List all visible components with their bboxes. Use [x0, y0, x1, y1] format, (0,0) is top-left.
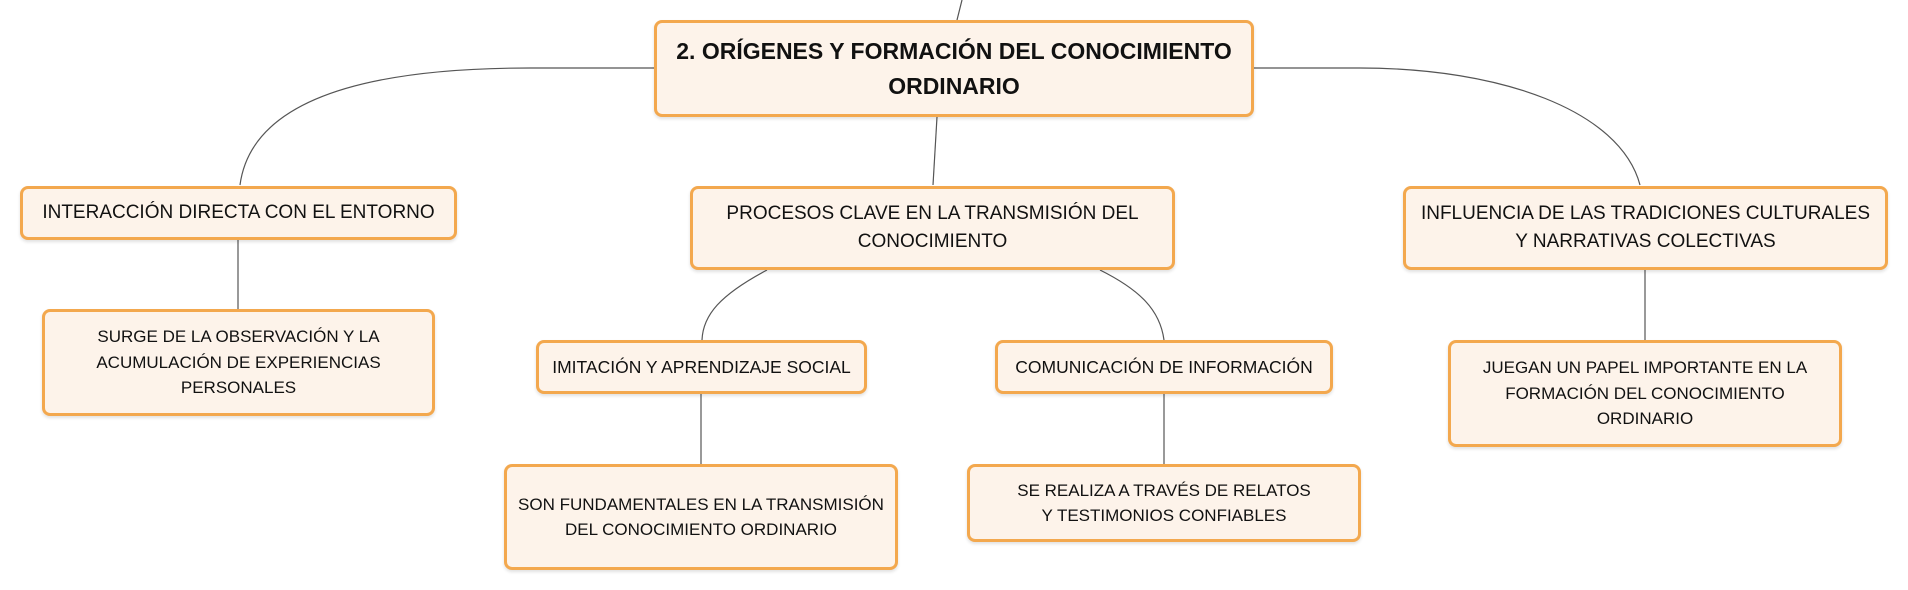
connector-root-to-procesos	[932, 116, 938, 186]
detail-son-fundamentales[interactable]: SON FUNDAMENTALES EN LA TRANSMISIÓN DEL …	[504, 464, 898, 570]
connector-root-to-influencia	[1254, 67, 1641, 186]
topic-influencia-tradiciones-label: INFLUENCIA DE LAS TRADICIONES CULTURALES…	[1420, 202, 1871, 253]
topic-interaccion-directa-label: INTERACCIÓN DIRECTA CON EL ENTORNO	[42, 201, 435, 223]
detail-se-realiza[interactable]: SE REALIZA A TRAVÉS DE RELATOS Y TESTIMO…	[967, 464, 1361, 542]
subtopic-comunicacion-informacion[interactable]: COMUNICACIÓN DE INFORMACIÓN	[995, 340, 1333, 394]
subtopic-juegan-papel-label: JUEGAN UN PAPEL IMPORTANTE EN LA FORMACI…	[1482, 358, 1808, 429]
root-node[interactable]: 2. ORÍGENES Y FORMACIÓN DEL CONOCIMIENTO…	[654, 20, 1254, 117]
topic-procesos-clave[interactable]: PROCESOS CLAVE EN LA TRANSMISIÓN DEL CON…	[690, 186, 1175, 270]
connector-procesos-to-comunicacion	[1099, 269, 1165, 341]
connector-root-parent	[956, 0, 963, 21]
subtopic-comunicacion-informacion-label: COMUNICACIÓN DE INFORMACIÓN	[1015, 356, 1313, 377]
connector-procesos-to-imitacion	[701, 269, 768, 341]
subtopic-imitacion-aprendizaje-label: IMITACIÓN Y APRENDIZAJE SOCIAL	[552, 356, 851, 377]
subtopic-surge-observacion[interactable]: SURGE DE LA OBSERVACIÓN Y LA ACUMULACIÓN…	[42, 309, 435, 416]
subtopic-imitacion-aprendizaje[interactable]: IMITACIÓN Y APRENDIZAJE SOCIAL	[536, 340, 867, 394]
root-node-label: 2. ORÍGENES Y FORMACIÓN DEL CONOCIMIENTO…	[676, 38, 1232, 99]
detail-se-realiza-label: SE REALIZA A TRAVÉS DE RELATOS Y TESTIMO…	[1017, 480, 1311, 526]
topic-procesos-clave-label: PROCESOS CLAVE EN LA TRANSMISIÓN DEL CON…	[726, 202, 1139, 253]
connector-root-to-interaccion	[239, 67, 654, 186]
subtopic-surge-observacion-label: SURGE DE LA OBSERVACIÓN Y LA ACUMULACIÓN…	[96, 327, 381, 398]
topic-influencia-tradiciones[interactable]: INFLUENCIA DE LAS TRADICIONES CULTURALES…	[1403, 186, 1888, 270]
topic-interaccion-directa[interactable]: INTERACCIÓN DIRECTA CON EL ENTORNO	[20, 186, 457, 240]
subtopic-juegan-papel[interactable]: JUEGAN UN PAPEL IMPORTANTE EN LA FORMACI…	[1448, 340, 1842, 447]
detail-son-fundamentales-label: SON FUNDAMENTALES EN LA TRANSMISIÓN DEL …	[518, 494, 884, 540]
